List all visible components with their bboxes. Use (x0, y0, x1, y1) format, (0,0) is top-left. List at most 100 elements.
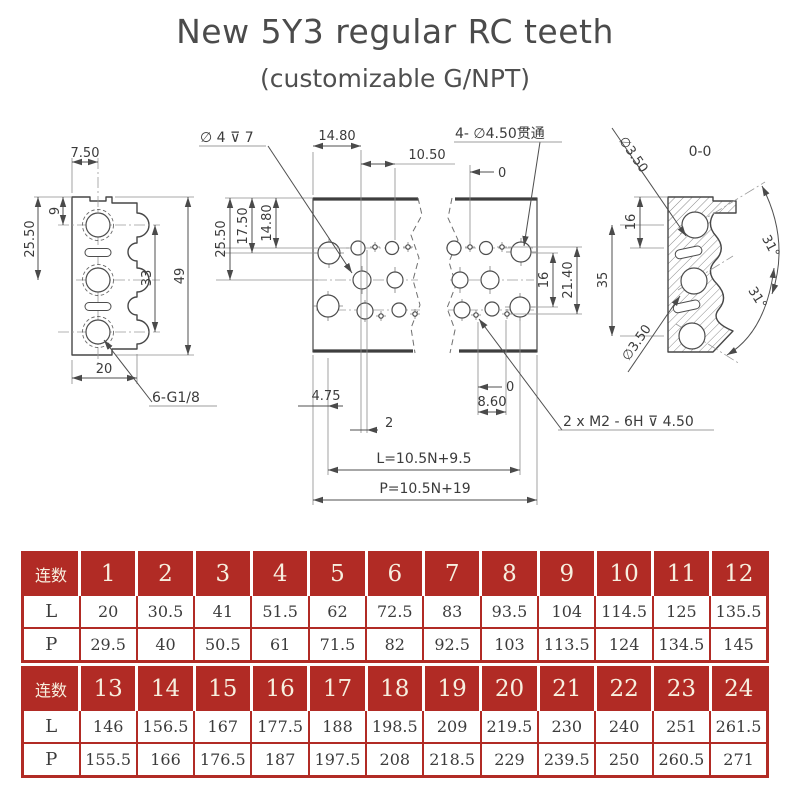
value-cell: 124 (594, 627, 654, 663)
row-label-cell: L (21, 709, 81, 744)
counterbore-hole (316, 294, 340, 318)
formula-p: P=10.5N+19 (379, 481, 470, 497)
value-cell: 146 (78, 709, 138, 744)
left-profile-view: 7.50 9 25.50 33 49 20 6-G1/8 (23, 146, 217, 407)
station-number-cell: 15 (194, 667, 253, 710)
pilot-hole (484, 301, 500, 317)
value-cell: 167 (193, 709, 253, 744)
value-cell: 230 (537, 709, 597, 744)
port-hole (85, 212, 111, 238)
section-title: 0-0 (689, 144, 712, 160)
formula-l: L=10.5N+9.5 (376, 451, 471, 467)
counterbore-leader (267, 145, 353, 274)
station-number-cell: 1 (79, 552, 139, 595)
value-cell: 218.5 (422, 742, 482, 778)
dim-17-50: 17.50 (236, 207, 251, 244)
value-cell: 104 (537, 594, 597, 629)
dowel-hole (405, 244, 411, 250)
value-cell: 239.5 (537, 742, 597, 778)
value-cell: 198.5 (365, 709, 425, 744)
station-number-cell: 2 (136, 552, 196, 595)
dim-2: 2 (385, 416, 393, 431)
pilot-hole (384, 240, 400, 256)
dowel-hole (372, 244, 378, 250)
value-cell: 261.5 (709, 709, 769, 744)
station-number-cell: 23 (652, 667, 712, 710)
dim-35: 35 (596, 272, 611, 289)
station-number-cell: 17 (308, 667, 368, 710)
station-number-cell: 7 (423, 552, 483, 595)
station-number-cell: 11 (652, 552, 712, 595)
dim-16-plan: 16 (537, 272, 552, 289)
station-number-cell: 14 (136, 667, 196, 710)
station-number-cell: 20 (480, 667, 540, 710)
value-cell: 20 (78, 594, 138, 629)
pilot-hole (446, 240, 462, 256)
value-cell: 134.5 (651, 627, 712, 663)
value-cell: 260.5 (651, 742, 712, 778)
plan-view: 14.80 10.50 0 25.50 17.50 14.80 16 21.40… (199, 126, 714, 505)
value-cell: 155.5 (78, 742, 138, 778)
section-port (681, 211, 709, 239)
value-cell: 188 (307, 709, 368, 744)
dim-16-section: 16 (624, 214, 639, 231)
section-port (680, 267, 708, 295)
dowel-hole (499, 244, 505, 250)
profile-centerlines (58, 158, 160, 367)
value-cell: 30.5 (135, 594, 196, 629)
dim-14-80-left: 14.80 (260, 204, 275, 241)
port-hole (85, 319, 111, 345)
dim-21-40: 21.40 (561, 261, 576, 298)
break-line-right (446, 197, 459, 354)
value-cell: 209 (422, 709, 482, 744)
dia-bottom-label: ∅3.50 (619, 322, 654, 364)
dim-7-50: 7.50 (71, 146, 100, 161)
station-number-cell: 5 (308, 552, 368, 595)
value-cell: 177.5 (250, 709, 310, 744)
dim-9: 9 (48, 207, 63, 215)
station-count-header-cell: 连数 (22, 667, 81, 710)
dowel-hole (378, 313, 384, 319)
value-cell: 72.5 (365, 594, 425, 629)
station-number-cell: 19 (423, 667, 483, 710)
station-number-cell: 21 (538, 667, 597, 710)
dim-20: 20 (96, 362, 113, 377)
plate-side-edges (312, 197, 538, 353)
station-number-cell: 12 (710, 552, 768, 595)
station-number-cell: 13 (79, 667, 139, 710)
valve-hole (451, 271, 469, 289)
profile-slot (84, 248, 112, 257)
station-number-cell: 22 (595, 667, 655, 710)
dia-top-label: ∅3.50 (615, 134, 650, 176)
station-number-cell: 8 (480, 552, 540, 595)
dowel-hole (467, 244, 473, 250)
profile-slot (84, 302, 112, 311)
counterbore-label: ∅ 4 ⊽ 7 (200, 130, 254, 146)
port-thread (82, 316, 114, 348)
value-cell: 197.5 (307, 742, 368, 778)
angle-bottom-arc (726, 267, 776, 356)
counterbore-hole (317, 241, 341, 265)
station-number-cell: 16 (251, 667, 311, 710)
dim-4-75: 4.75 (312, 389, 341, 404)
value-cell: 51.5 (250, 594, 310, 629)
value-cell: 219.5 (479, 709, 540, 744)
through-hole (510, 241, 532, 263)
dia-bottom-leader (627, 295, 681, 373)
value-cell: 176.5 (193, 742, 253, 778)
through-hole-leader (522, 141, 541, 247)
tap-hole-m2 (504, 311, 510, 317)
technical-drawing: 7.50 9 25.50 33 49 20 6-G1/8 (23, 126, 782, 505)
station-count-header-cell: 连数 (22, 552, 81, 595)
through-hole-label: 4- ∅4.50贯通 (455, 126, 545, 142)
dim-14-80-top: 14.80 (318, 129, 355, 144)
